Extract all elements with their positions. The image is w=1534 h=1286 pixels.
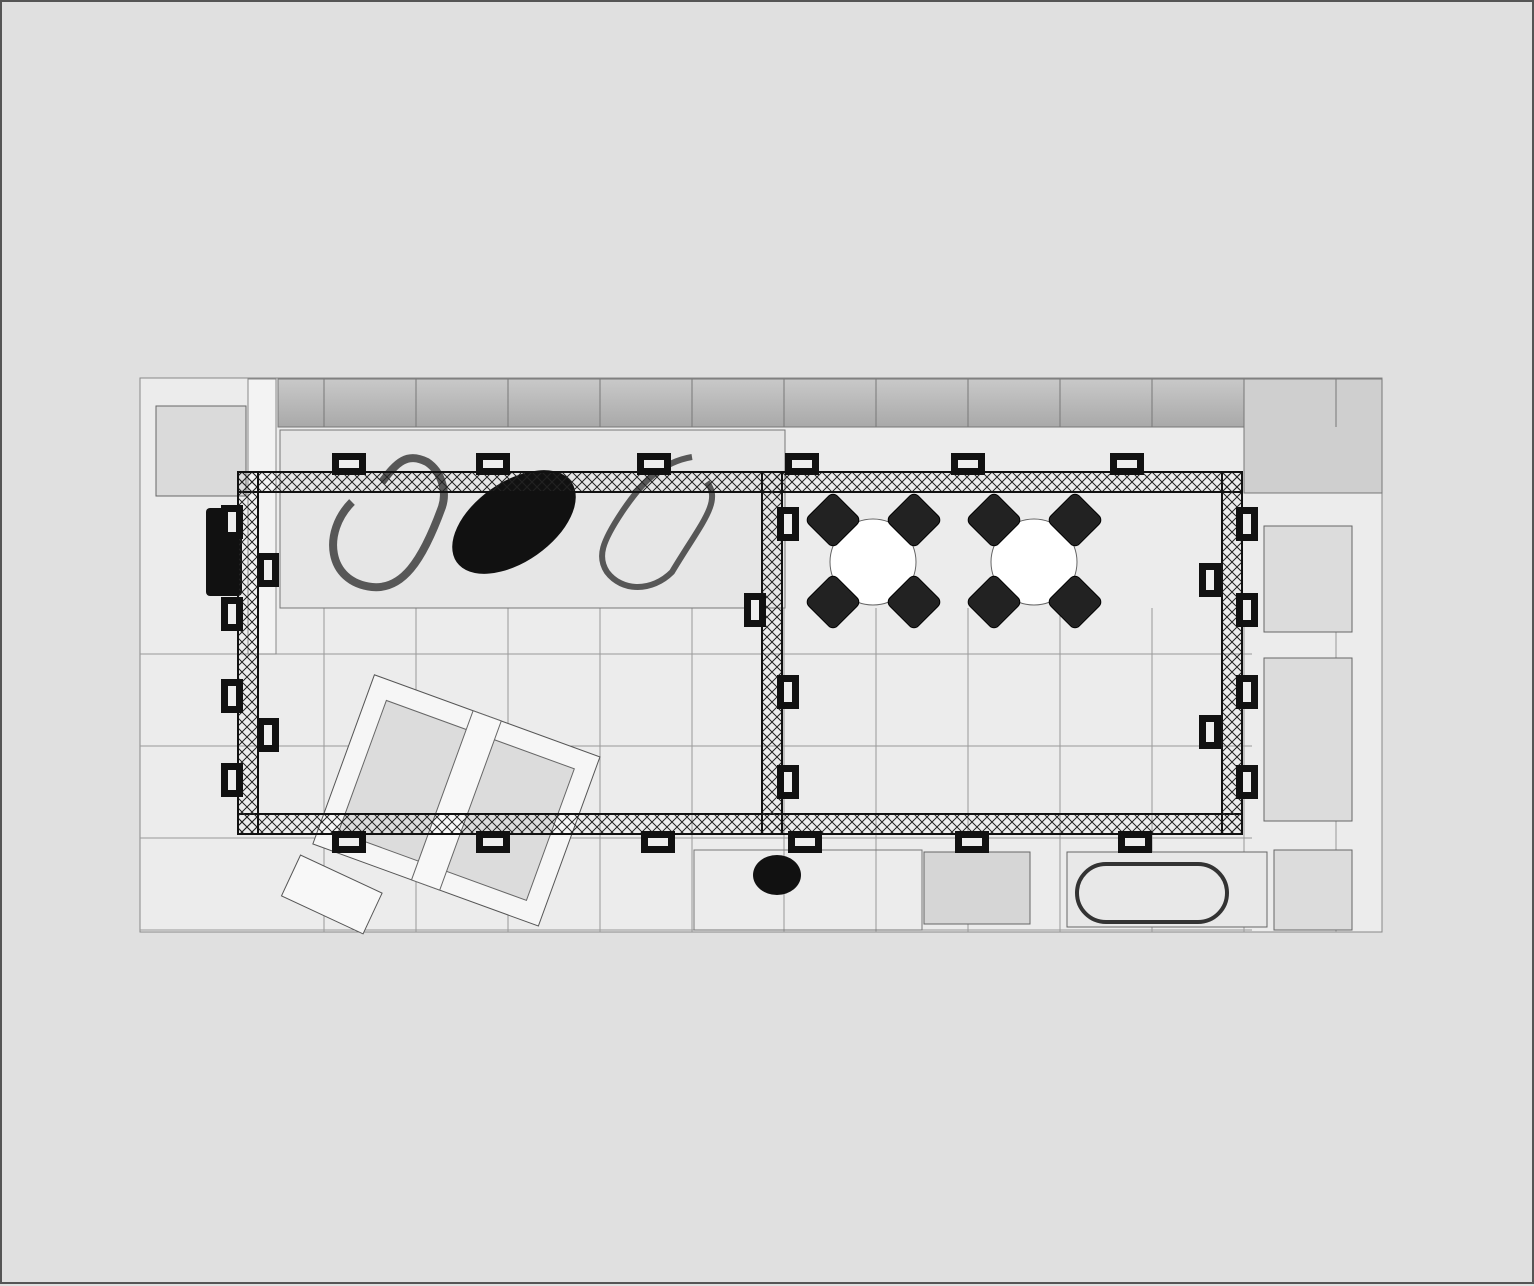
chair [1048,575,1102,629]
bottom-right-room [1273,849,1353,931]
car-track-1 [329,454,448,592]
stage-light [332,831,366,853]
stage-light [777,675,799,709]
black-disc [452,470,576,574]
meeting-room-2 [1263,657,1353,822]
light-lens [1125,838,1145,846]
stage-light [221,505,243,539]
light-lens [228,604,236,624]
light-lens [648,838,668,846]
chair [1048,493,1102,547]
reception-counter [312,674,601,927]
light-lens [1243,514,1251,534]
chairs [806,493,1102,629]
chair [967,493,1021,547]
stage-light [1199,715,1221,749]
light-lens [784,514,792,534]
light-lens [1206,570,1214,590]
stage-light [476,453,510,475]
stage-light [777,507,799,541]
bottom-room [923,851,1031,925]
light-lens [795,838,815,846]
meeting-room-1 [1263,525,1353,633]
light-lens [228,770,236,790]
stage-light [637,453,671,475]
light-lens [339,460,359,468]
stage-light [1118,831,1152,853]
black-chair [753,855,801,895]
light-lens [339,838,359,846]
light-lens [644,460,664,468]
stage-light [221,679,243,713]
stage-lights [221,453,1258,853]
storage-room [155,405,247,497]
light-lens [483,460,503,468]
light-lens [962,838,982,846]
stage-light [1236,593,1258,627]
round-table-2 [990,518,1078,606]
light-lens [784,682,792,702]
stage-light [221,597,243,631]
stage-light [777,765,799,799]
light-lens [264,725,272,745]
light-lens [483,838,503,846]
light-lens [228,686,236,706]
light-lens [228,512,236,532]
light-lens [1243,772,1251,792]
stage-light [257,718,279,752]
info-desk [280,854,383,935]
stage-light [1236,507,1258,541]
chair [887,493,941,547]
stage-light [788,831,822,853]
light-lens [792,460,812,468]
stage-light [641,831,675,853]
truss-frame [237,471,1243,835]
light-lens [1243,600,1251,620]
light-lens [1243,682,1251,702]
wall-seams [323,379,1337,427]
light-lens [784,772,792,792]
stage-light [221,763,243,797]
stage-light [1236,675,1258,709]
chair [806,575,860,629]
light-lens [751,600,759,620]
stage-light [1199,563,1221,597]
stage-light [744,593,766,627]
stage-light [951,453,985,475]
light-lens [264,560,272,580]
light-lens [1117,460,1137,468]
chair [887,575,941,629]
round-table-1 [829,518,917,606]
oval-sofa [1075,862,1229,924]
stage-light [257,553,279,587]
stage-light [332,453,366,475]
chair [967,575,1021,629]
stage-light [785,453,819,475]
chair [806,493,860,547]
stage-light [476,831,510,853]
back-wall [277,378,1245,428]
light-lens [958,460,978,468]
light-lens [1206,722,1214,742]
stage-light [955,831,989,853]
stage-light [1236,765,1258,799]
stage-light [1110,453,1144,475]
back-wall-right [1243,378,1383,494]
